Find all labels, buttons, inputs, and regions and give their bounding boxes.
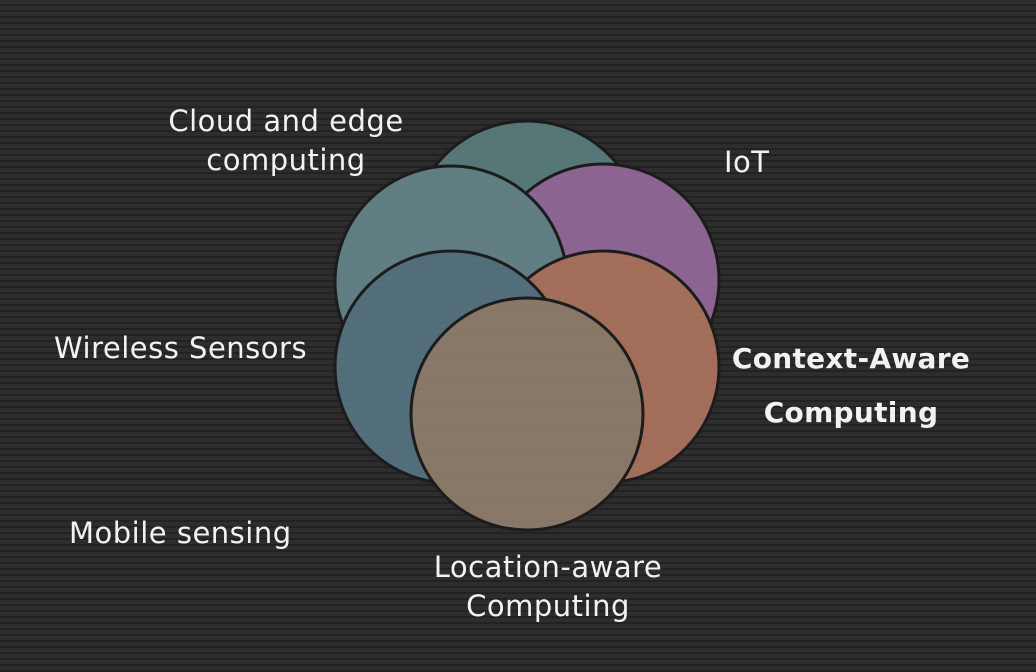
- label-iot: IoT: [724, 145, 770, 179]
- label-cloud-line-2: computing: [206, 143, 366, 177]
- label-context-line-2: Computing: [763, 396, 939, 429]
- label-wireless-sensors: Wireless Sensors: [54, 331, 308, 365]
- label-cloud-edge-computing: Cloud and edge computing: [155, 102, 417, 180]
- label-mobile-sensing: Mobile sensing: [69, 516, 292, 550]
- circle-bottom: [409, 296, 645, 532]
- label-location-line-2: Computing: [466, 589, 630, 623]
- label-location-aware-computing: Location-aware Computing: [420, 548, 676, 626]
- label-context-line-1: Context-Aware: [731, 342, 971, 375]
- label-cloud-line-1: Cloud and edge: [168, 104, 404, 138]
- label-context-aware-computing: Context-Aware Computing: [720, 332, 982, 440]
- label-location-line-1: Location-aware: [433, 550, 663, 584]
